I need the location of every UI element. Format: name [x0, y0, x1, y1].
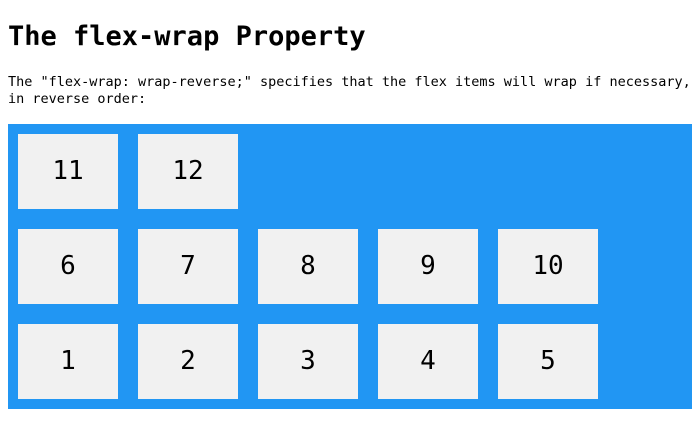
flex-item: 5	[498, 324, 598, 399]
flex-item: 7	[138, 229, 238, 304]
flex-item: 8	[258, 229, 358, 304]
flex-item: 2	[138, 324, 238, 399]
description-text: The "flex-wrap: wrap-reverse;" specifies…	[8, 74, 691, 107]
flex-item: 6	[18, 229, 118, 304]
flex-item: 4	[378, 324, 478, 399]
flex-item: 12	[138, 134, 238, 209]
flex-item: 1	[18, 324, 118, 399]
flex-item: 10	[498, 229, 598, 304]
flex-item: 3	[258, 324, 358, 399]
flex-item: 9	[378, 229, 478, 304]
flex-item: 11	[18, 134, 118, 209]
page-title: The flex-wrap Property	[8, 21, 366, 52]
